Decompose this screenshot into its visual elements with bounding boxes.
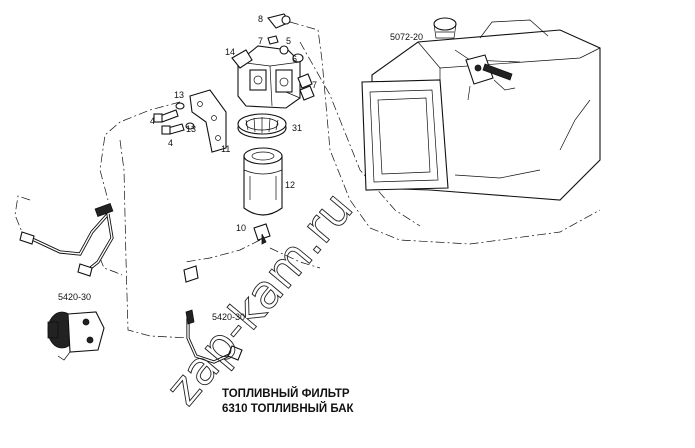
callout-4-upper: 4 [150, 116, 155, 126]
callout-7-right: 7 [312, 80, 317, 90]
filter-seal-ring [237, 113, 287, 139]
filter-cartridge [243, 147, 283, 216]
tank-sender-unit [465, 54, 516, 101]
callout-7-top: 7 [258, 36, 263, 46]
caption-line-1: ТОПЛИВНЫЙ ФИЛЬТР [222, 387, 350, 400]
callout-5: 5 [286, 36, 291, 46]
callout-8: 8 [258, 14, 263, 24]
caption-line-2: 6310 ТОПЛИВНЫЙ БАК [222, 402, 355, 415]
diagram-caption: ТОПЛИВНЫЙ ФИЛЬТР 6310 ТОПЛИВНЫЙ БАК [222, 387, 355, 415]
callout-12: 12 [285, 180, 295, 190]
callout-6: 6 [292, 54, 297, 64]
filter-housing [231, 45, 313, 109]
lower-fuel-hose [183, 265, 243, 364]
tank-reference: 5072-20 [390, 32, 423, 42]
top-fittings [267, 13, 315, 101]
pump-reference: 5420-30 [58, 292, 91, 302]
bolts-and-washers [153, 102, 195, 135]
callout-10: 10 [236, 223, 246, 233]
drain-valve [253, 223, 271, 245]
line-reference: 5420-30 [212, 312, 245, 322]
tank-filler-cap [433, 17, 457, 31]
callout-11: 11 [221, 144, 230, 154]
watermark: zap-kam.ru [155, 181, 363, 415]
callout-14: 14 [225, 47, 235, 57]
fuel-routing-lines [14, 21, 601, 339]
mounting-bracket [189, 89, 227, 153]
callout-4-lower: 4 [168, 138, 173, 148]
fuel-tank [361, 17, 601, 201]
callout-13-lower: 13 [186, 124, 196, 134]
callout-31: 31 [292, 123, 302, 133]
reference-labels: 5072-20 5420-30 5420-30 [58, 32, 423, 322]
callout-labels: 8 7 5 14 6 7 13 4 13 4 31 11 12 10 [150, 14, 317, 233]
left-fuel-hose [19, 202, 114, 277]
fuel-pump [47, 311, 105, 361]
callout-13-upper: 13 [174, 90, 184, 100]
